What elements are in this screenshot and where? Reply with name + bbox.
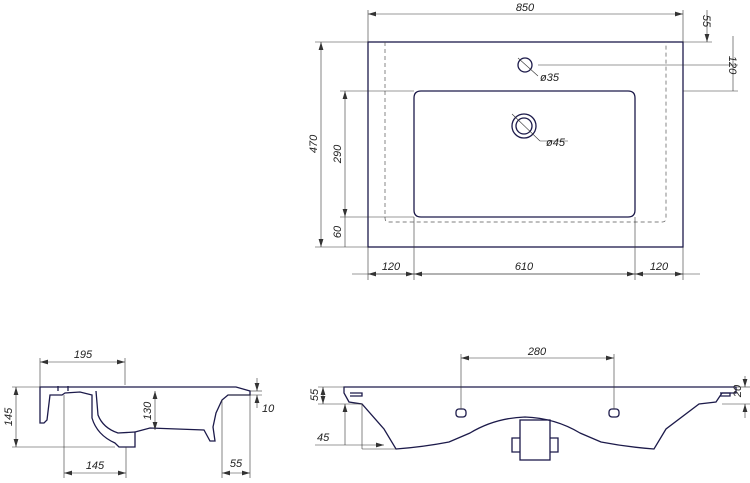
dim-rim-height: 55 [309,388,321,401]
drain-outer [511,113,537,139]
mount-hole-left [455,408,467,418]
dim-overall-depth: 470 [308,134,320,153]
dim-mount-hole-spacing: 280 [527,346,547,358]
tap-hole [517,57,533,73]
dim-overall-width: 850 [516,2,535,14]
basin-outline-front [343,386,737,450]
dim-drop-height: 45 [317,432,330,444]
dim-front-rim: 60 [332,225,344,238]
dim-tap-hole-offset: 55 [700,15,712,28]
back-splash-detail [57,386,69,391]
dim-height: 145 [3,407,15,426]
dim-edge-height: 20 [732,384,744,398]
back-lip-front [350,392,731,397]
mount-hole-right [608,408,620,418]
dim-left-rim: 120 [382,261,401,273]
hidden-edge-top [384,42,667,223]
drain-flange-front [511,437,559,453]
dim-drain-diameter: ø45 [546,137,566,149]
dim-bowl-offset: 195 [74,349,93,361]
front-view: 280 55 45 20 [309,346,750,461]
drain-body-front [519,419,551,461]
dim-bowl-depth: 290 [332,144,344,164]
drain-inner [515,117,533,135]
dim-drain-offset: 145 [86,460,105,472]
dim-bowl-height: 130 [142,401,154,420]
dim-right-rim: 120 [650,261,669,273]
side-view: 195 145 130 10 145 55 [3,349,275,478]
inner-bowl-profile [95,390,136,434]
bowl-outline [413,90,636,218]
basin-outline-top [367,41,684,248]
dim-bowl-width: 610 [515,261,534,273]
top-view: 850 55 120 ø35 ø45 470 290 60 [308,2,738,280]
dim-rim-thickness: 10 [262,403,275,415]
dim-tap-hole-distance: 120 [726,56,738,75]
dim-tap-hole-diameter: ø35 [540,72,560,84]
dim-back-edge: 55 [230,458,243,470]
basin-profile-side [39,386,251,448]
